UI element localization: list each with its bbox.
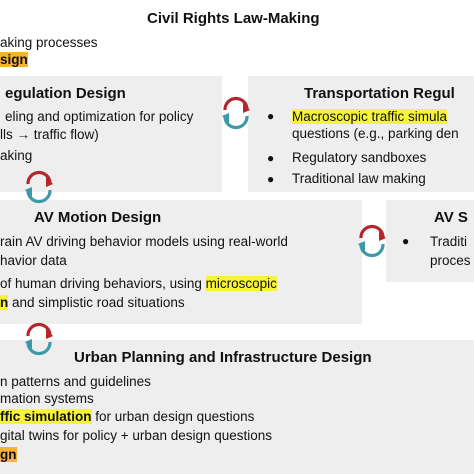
civil-rights-line: sign (0, 51, 28, 68)
highlighted-text: gn (0, 447, 17, 462)
bullet: ● (267, 109, 275, 123)
av-motion-line: rain AV driving behavior models using re… (0, 234, 288, 249)
transportation-regulation-box: Transportation Regul ● Macroscopic traff… (248, 76, 474, 192)
av-motion-line: of human driving behaviors, using micros… (0, 275, 277, 292)
cycle-arrows-icon (23, 322, 55, 356)
av-motion-line: havior data (0, 253, 67, 268)
highlighted-text: ffic simulation (0, 409, 92, 424)
transportation-item: questions (e.g., parking den (292, 126, 459, 141)
civil-rights-box: Civil Rights Law-Making aking processes … (0, 0, 474, 70)
bullet: ● (267, 151, 275, 165)
urban-text: for urban design questions (91, 409, 255, 424)
regulation-design-title: egulation Design (5, 85, 126, 102)
av-s-title: AV S (434, 209, 468, 226)
urban-planning-title: Urban Planning and Infrastructure Design (74, 349, 372, 366)
civil-rights-line: aking processes (0, 35, 98, 50)
bullet: ● (267, 172, 275, 186)
urban-line: n patterns and guidelines (0, 374, 151, 389)
cycle-arrows-icon (356, 224, 388, 258)
transportation-item: Macroscopic traffic simula (292, 108, 448, 125)
av-motion-title: AV Motion Design (34, 209, 162, 226)
av-motion-design-box: AV Motion Design rain AV driving behavio… (0, 200, 362, 324)
av-motion-text: and simplistic road situations (8, 295, 185, 310)
av-s-line: Traditi (430, 234, 468, 249)
highlighted-text: Macroscopic traffic simula (292, 109, 448, 124)
urban-line: ffic simulation for urban design questio… (0, 408, 254, 425)
highlighted-text: sign (0, 52, 28, 67)
urban-line: mation systems (0, 391, 94, 406)
regulation-line: aking (0, 148, 33, 163)
urban-planning-box: Urban Planning and Infrastructure Design… (0, 340, 474, 474)
av-s-box: AV S ● Traditi proces (386, 200, 474, 282)
av-s-line: proces (430, 253, 471, 268)
civil-rights-title: Civil Rights Law-Making (147, 10, 320, 27)
transportation-title: Transportation Regul (304, 85, 455, 102)
regulation-line: lls → traffic flow) (0, 127, 99, 142)
cycle-arrows-icon (23, 170, 55, 204)
regulation-line: eling and optimization for policy (5, 109, 194, 124)
bullet: ● (402, 234, 410, 248)
av-motion-text: of human driving behaviors, using (0, 276, 206, 291)
urban-line: gn (0, 446, 17, 463)
highlighted-text: microscopic (205, 276, 277, 291)
cycle-arrows-icon (220, 96, 252, 130)
av-motion-line: n and simplistic road situations (0, 294, 185, 311)
urban-line: gital twins for policy + urban design qu… (0, 428, 273, 443)
highlighted-text: n (0, 295, 9, 310)
transportation-item: Regulatory sandboxes (292, 150, 427, 165)
transportation-item: Traditional law making (292, 171, 426, 186)
